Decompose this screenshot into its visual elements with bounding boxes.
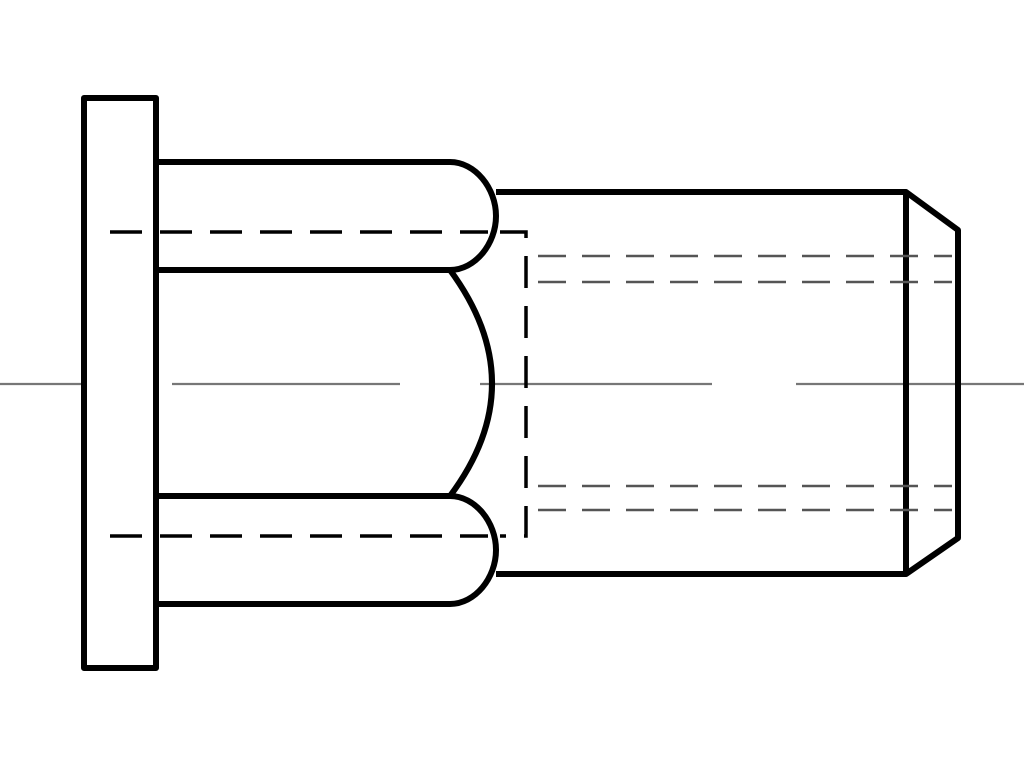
shank-outline (496, 189, 961, 577)
body-bulge-arc (447, 268, 495, 498)
hidden-thread-lines (538, 254, 952, 512)
flange-head (81, 95, 159, 671)
upper-rib (156, 159, 499, 273)
hidden-bore-lines (110, 230, 528, 538)
lower-rib (156, 493, 499, 607)
